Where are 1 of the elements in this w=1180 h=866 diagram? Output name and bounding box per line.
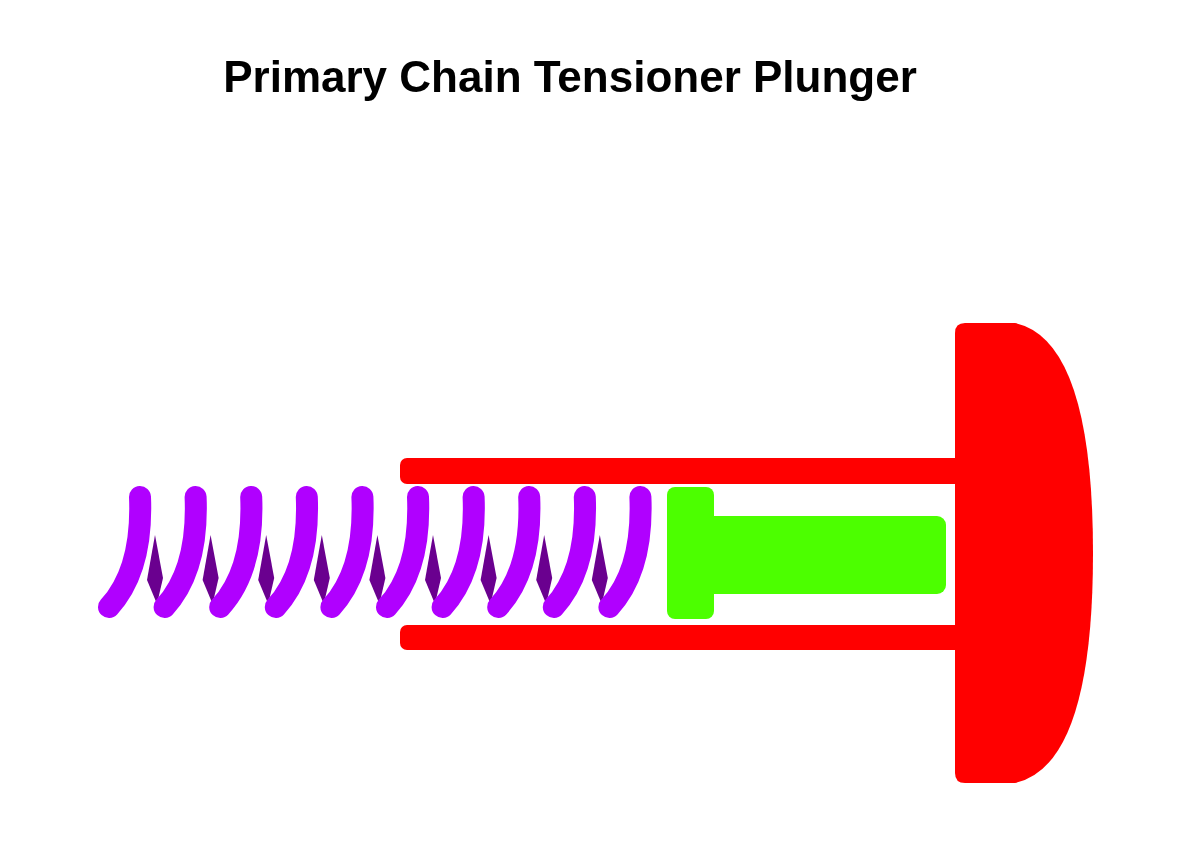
- diagram-title: Primary Chain Tensioner Plunger: [222, 52, 918, 102]
